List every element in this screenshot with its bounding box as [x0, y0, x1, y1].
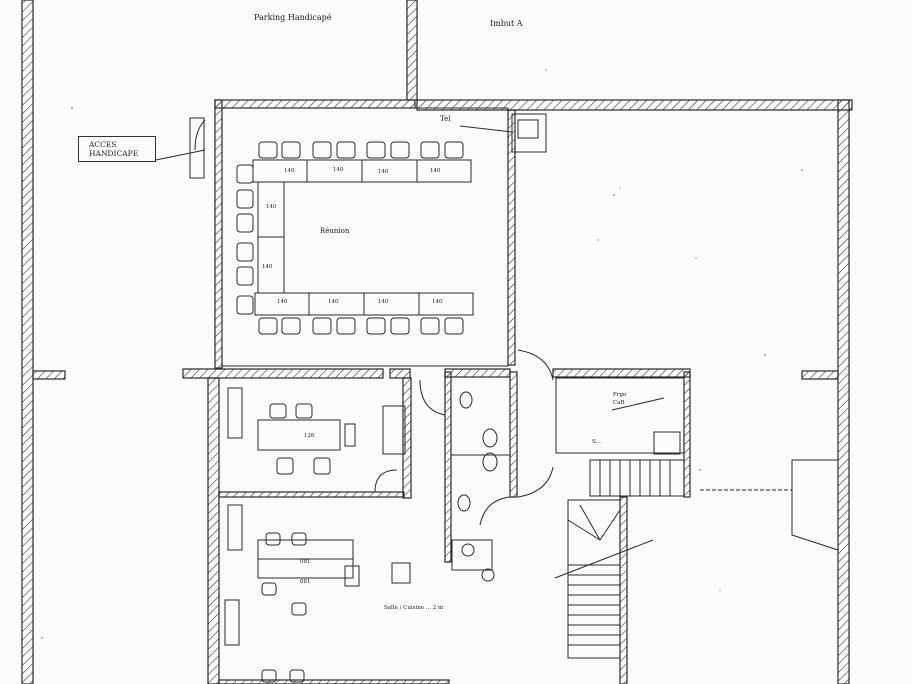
wall-meeting-top — [214, 99, 416, 109]
table-top-label: 140 — [378, 169, 389, 175]
wall-mid-left2 — [389, 368, 411, 379]
wall-stub-right — [801, 370, 839, 380]
table-left-label: 140 — [262, 264, 273, 270]
staircase-lower — [554, 499, 654, 659]
office1-desk-label: 126 — [304, 433, 315, 439]
meeting-room-outline — [221, 107, 509, 367]
table-top-label: 140 — [430, 168, 441, 174]
office-chairs — [261, 403, 331, 683]
wall-wc-right — [509, 371, 518, 498]
wall-wc-top — [444, 368, 511, 378]
chairs-top-row — [258, 141, 464, 159]
stair-landing — [555, 377, 685, 454]
label-reunion: Réunion — [320, 227, 350, 235]
wall-meeting-left — [214, 99, 223, 369]
office2-desk-label-a: 081 — [300, 559, 311, 565]
wall-stair-right — [683, 371, 691, 498]
tel-closet-inner — [517, 119, 539, 139]
wall-top-right — [416, 99, 853, 111]
label-archives: Frgo CaB — [613, 392, 627, 406]
office1-desk — [257, 419, 341, 451]
wall-outer-left — [21, 0, 34, 684]
wall-offices-left — [207, 377, 220, 684]
wall-top-divider — [406, 0, 418, 101]
wall-outer-right — [837, 99, 850, 684]
table-top-label: 140 — [284, 168, 295, 174]
wall-office-split1 — [218, 491, 405, 498]
wall-wc-left — [444, 371, 452, 563]
wall-mid-left — [182, 368, 384, 379]
table-bottom-label: 140 — [328, 299, 339, 305]
table-left-label: 140 — [266, 204, 277, 210]
table-bottom-label: 140 — [277, 299, 288, 305]
wall-office-bottom — [218, 679, 450, 684]
wall-stub-left — [32, 370, 66, 380]
table-top-label: 140 — [333, 167, 344, 173]
label-cave: S... — [592, 439, 601, 445]
scan-noise — [41, 69, 803, 639]
label-immeuble: Imbut A — [490, 19, 523, 28]
tel-closet — [511, 113, 547, 153]
table-bottom-label: 140 — [378, 299, 389, 305]
wall-stair-left — [619, 496, 628, 684]
label-tel: Tel — [440, 115, 451, 123]
table-bottom-label: 140 — [432, 299, 443, 305]
chairs-left-column — [236, 164, 254, 315]
chairs-bottom-row — [258, 317, 464, 335]
wall-office-right — [402, 377, 412, 499]
label-corridor-note: Salle / Cuisine ... 2 m — [384, 605, 444, 611]
staircase-upper — [589, 459, 685, 497]
wall-stair-top — [552, 368, 691, 378]
right-side-chute — [791, 459, 839, 551]
label-acces-handicape: ACCES HANDICAPE — [78, 136, 156, 162]
office2-desk-label-b: 081 — [300, 579, 311, 585]
label-parking-handicape: Parking Handicapé — [254, 13, 332, 22]
